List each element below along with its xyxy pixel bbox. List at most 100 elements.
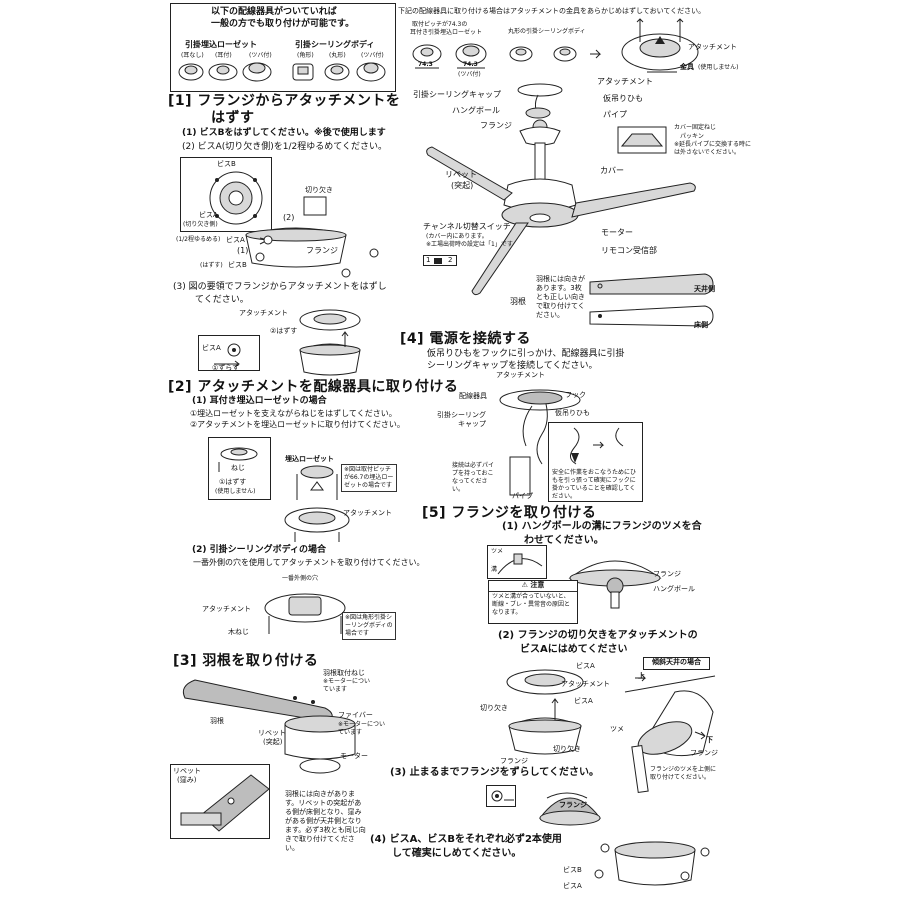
fan-cover-label: カバー: [600, 166, 624, 175]
screw-shift-detail: [214, 343, 241, 368]
flange-top-view: [209, 171, 263, 225]
sec1-title-1: [1] フランジからアタッチメントを: [168, 93, 401, 109]
sec3-rivet-dent-sub: (窪み): [177, 776, 197, 784]
sec3-fiber: ファイバー: [338, 711, 373, 719]
blade-label: 羽根: [510, 297, 526, 306]
sec4-temp-string: 仮吊りひも: [555, 409, 590, 417]
sec1-label-1: (1): [237, 246, 249, 255]
sec1-screw-a-side: ビスA: [226, 236, 245, 244]
sec5-claw-inset: ツメ 溝: [487, 545, 547, 579]
caution-header: ⚠ 注意: [489, 581, 577, 592]
inset-screw-b: ビスB: [217, 160, 236, 168]
sec5-step1-1: (1) ハングボールの溝にフランジのツメを合: [502, 521, 702, 532]
sec1-screw-b-side: ビスB: [228, 261, 247, 269]
sec5-screw-a-3: ビスA: [563, 882, 582, 890]
sec4-hook: フック: [565, 391, 586, 399]
sec5-step4-1: (4) ビスA、ビスBをそれぞれ必ず2本使用: [370, 834, 562, 845]
group2-type-1: (角形): [297, 52, 314, 59]
sec3-rivet: リベット: [258, 729, 286, 737]
dim-2: 74.3: [463, 61, 478, 68]
sec5-hang-ball: ハングボール: [653, 585, 695, 593]
sec5-screw-a-2: ビスA: [574, 697, 593, 705]
group1-title: 引掛埋込ローゼット: [185, 40, 257, 49]
sec1-step3-illustration: [299, 309, 361, 376]
sec3-blade-screw: 羽根取付ねじ: [323, 669, 365, 677]
channel-note-2: ※工場出荷時の設定は「1」です: [426, 241, 513, 248]
fan-pipe-label: パイプ: [603, 110, 627, 119]
sec2-pitch-note: ※図は取付ピッチが66.7の埋込ローゼットの場合です: [341, 464, 397, 492]
sec5-flange: フランジ: [653, 570, 681, 578]
sec5-flange-ball-illustration: [568, 560, 662, 609]
slope-note: フランジのツメを上側に取り付けてください。: [650, 766, 717, 781]
group2-title: 引掛シーリングボディ: [295, 40, 375, 49]
slope-ceiling-box: 傾斜天井の場合: [643, 657, 710, 670]
pitch-label-2: 耳付き引掛埋込ローゼット: [410, 29, 483, 36]
sec1-flange-side: [245, 196, 379, 278]
hook-detail: [570, 427, 624, 465]
cover-inset-illustration: [617, 126, 667, 154]
sec1-flange-label: フランジ: [306, 246, 338, 255]
switch-1: 1: [426, 256, 431, 264]
sec2-sub1-b: ②アタッチメントを埋込ローゼットに取り付けてください。: [190, 420, 405, 429]
sec5-groove: 溝: [491, 566, 498, 573]
sec2-sub2: (2) 引掛シーリングボディの場合: [192, 545, 326, 555]
sec2-rosette: 埋込ローゼット: [285, 455, 334, 463]
claw-groove-detail: [497, 553, 543, 575]
sec3-inset: リベット (窪み): [170, 764, 270, 839]
sec5-claw-2: ツメ: [610, 725, 624, 733]
sec2-inset: ねじ ①はずす (使用しません): [208, 437, 271, 500]
group1-type-2: (耳付): [215, 52, 232, 59]
caution-text: ツメと溝が合っていないと、断線・ブレ・異常音の原因となります。: [492, 593, 571, 616]
fan-rivet-sub: (突起): [451, 181, 474, 190]
sec1-label-2: (2): [283, 213, 295, 222]
sec1-loosen: (1/2程ゆるめる): [176, 236, 221, 243]
sec1-remove-2: ②はずす: [270, 327, 298, 335]
sec5-flange-2: フランジ: [500, 757, 528, 765]
blade-orientation-note: 羽根には向きがあります。3枚とも正しい向きで取り付けてください。: [536, 275, 585, 319]
sec2-sub1-a: ①埋込ローゼットを支えながらねじをはずしてください。: [190, 409, 397, 418]
packing-label: パッキン: [680, 133, 704, 140]
sec3-note: 羽根には向きがあります。リベットの突起がある側が床側となり、窪みがある側が天井側…: [285, 790, 366, 852]
sec4-safety-note: 安全に作業をおこなうためにひもを引っ張って確実にフックに掛かっていることを確認し…: [552, 469, 637, 500]
sec5-step3: (3) 止まるまでフランジをずらしてください。: [390, 767, 599, 778]
sec1-inset: ビスB ビスA (切り欠き側): [180, 157, 272, 232]
sec3-rivet-sub: (突起): [263, 738, 283, 746]
sec5-step2-1: (2) フランジの切り欠きをアタッチメントの: [498, 630, 698, 641]
group2-type-2: (丸形): [329, 52, 346, 59]
sec4-pipe: パイプ: [512, 492, 533, 500]
caution-icon: ⚠: [521, 581, 528, 589]
sec2-attachment2: アタッチメント: [202, 605, 251, 613]
sec3-title: [3] 羽根を取り付ける: [173, 653, 319, 669]
slope-title: 傾斜天井の場合: [652, 658, 701, 666]
sec2-remove-unused: ①はずす: [219, 478, 247, 486]
sec3-motor: モーター: [340, 752, 368, 760]
sec3-blade-illustration: [182, 679, 356, 774]
channel-note-1: (カバー内にあります。: [426, 233, 488, 240]
top-right-fixtures: [412, 43, 602, 69]
packing-note: ※延長パイプに交換する時には外さないでください。: [674, 141, 752, 156]
sec1-attachment: アタッチメント: [239, 309, 288, 317]
sec1-step3-1: (3) 図の要領でフランジからアタッチメントをはずし: [173, 282, 387, 292]
sec4-cap: 引掛シーリング: [437, 411, 486, 419]
dim-1: 74.3: [418, 61, 433, 68]
sec4-attachment: アタッチメント: [496, 371, 545, 379]
bracket-note: (使用しません): [698, 64, 739, 71]
slope-up: 上: [638, 672, 645, 680]
caution-title: 注意: [530, 581, 545, 589]
fan-exploded-view: [426, 83, 696, 296]
sec2-sub2-a: 一番外側の穴を使用してアタッチメントを取り付けてください。: [193, 558, 425, 567]
sec5-notch: 切り欠き: [480, 704, 508, 712]
sec5-step2-illustration: [506, 669, 584, 755]
group1-type-3: (ツバ付): [249, 52, 272, 59]
sec5-flange-3: フランジ: [690, 749, 718, 757]
sec2-body-note: ※図は角形引掛シーリングボディの場合です: [342, 612, 396, 640]
sec5-flange-4: フランジ: [559, 801, 587, 809]
sec5-attachment: アタッチメント: [561, 680, 610, 688]
sec2-title: [2] アタッチメントを配線器具に取り付ける: [168, 379, 459, 395]
fan-ceiling-cap-label: 引掛シーリングキャップ: [413, 90, 501, 99]
sec4-title: [4] 電源を接続する: [400, 331, 531, 347]
sec1-remove: (はずす): [200, 262, 223, 269]
sec5-step4-2: して確実にしめてください。: [392, 848, 522, 859]
channel-switch: 1 2: [423, 255, 457, 266]
slope-ceiling-illustration: [624, 674, 716, 794]
